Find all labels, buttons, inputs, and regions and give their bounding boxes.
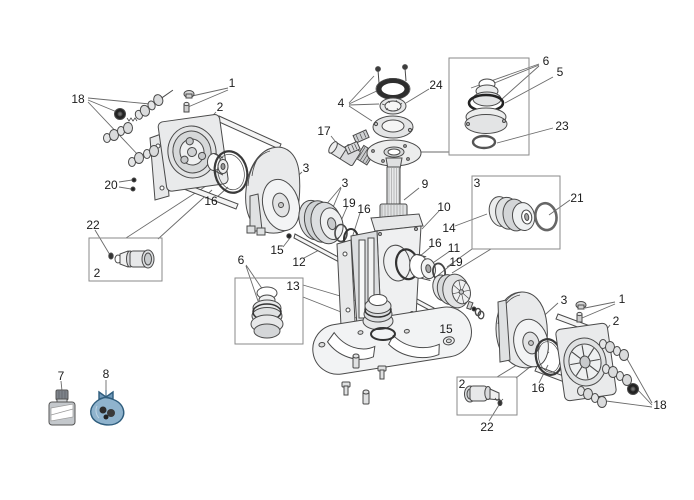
seal-dot — [286, 233, 292, 239]
detail-box-valve-right — [456, 376, 518, 416]
center-crank-assembly — [286, 64, 482, 405]
callout-9: 9 — [421, 177, 429, 191]
right-pump-head-assembly — [471, 291, 639, 408]
plug-dot — [130, 186, 136, 192]
callout-16-left: 16 — [204, 194, 218, 208]
plate-valve — [362, 294, 396, 341]
ring — [334, 223, 348, 243]
callout-2: 2 — [216, 100, 224, 114]
callout-2-box-right: 2 — [458, 377, 466, 391]
seal-dot — [471, 306, 477, 312]
callout-6-bottom: 6 — [237, 253, 245, 267]
callout-13: 13 — [286, 279, 300, 293]
o-ring — [213, 150, 249, 194]
callout-10: 10 — [437, 200, 451, 214]
ring — [477, 310, 485, 320]
mounting-bolts — [341, 353, 387, 405]
detail-box-valve-top — [448, 57, 530, 156]
callout-4: 4 — [337, 96, 345, 110]
base-plate — [312, 306, 472, 375]
callout-21: 21 — [570, 191, 584, 205]
plug-dot — [131, 177, 137, 183]
left-pump-head-assembly — [103, 89, 359, 250]
callout-2-right: 2 — [612, 314, 620, 328]
callout-20: 20 — [104, 178, 118, 192]
callout-22-right: 22 — [480, 420, 494, 434]
callout-14: 14 — [442, 221, 456, 235]
hose-fitting — [134, 89, 174, 120]
terminal-block — [344, 129, 370, 155]
callout-3-cover-right: 3 — [560, 293, 568, 307]
callout-16-center: 16 — [428, 236, 442, 250]
callout-17: 17 — [317, 124, 331, 138]
tie-rod — [216, 115, 282, 150]
callout-12: 12 — [292, 255, 306, 269]
callout-16-right: 16 — [531, 381, 545, 395]
hose-fitting — [599, 339, 629, 361]
callout-16-mid: 16 — [357, 202, 371, 216]
callout-7: 7 — [57, 369, 65, 383]
callout-22: 22 — [86, 218, 100, 232]
callout-18-right: 18 — [653, 398, 667, 412]
callout-3-diaphragm: 3 — [341, 176, 349, 190]
callout-24: 24 — [429, 78, 443, 92]
callout-1-right: 1 — [618, 292, 626, 306]
detail-boxes — [88, 57, 561, 416]
callout-11: 11 — [447, 241, 461, 255]
callout-15-left: 15 — [270, 243, 284, 257]
callout-8: 8 — [102, 367, 110, 381]
callout-15-right: 15 — [439, 322, 453, 336]
callout-6: 6 — [542, 54, 550, 68]
oil-bottle — [48, 389, 76, 426]
spring — [494, 397, 504, 402]
diaphragm-ring — [383, 244, 411, 282]
ring — [471, 134, 497, 150]
callout-19-center: 19 — [449, 255, 463, 269]
callout-3-box: 3 — [473, 176, 481, 190]
pulley-wheel — [432, 273, 471, 309]
callout-23: 23 — [555, 119, 569, 133]
hose-fitting — [602, 364, 632, 386]
spoked-wheel — [563, 337, 607, 387]
callout-5: 5 — [556, 65, 564, 79]
callout-19: 19 — [342, 196, 356, 210]
seal — [108, 252, 114, 260]
seal — [497, 399, 503, 407]
callout-18: 18 — [71, 92, 85, 106]
seal-ring — [376, 78, 410, 100]
hose-fitting — [103, 122, 133, 143]
callout-3-cover-left: 3 — [302, 161, 310, 175]
o-ring — [534, 201, 558, 232]
callout-1: 1 — [228, 76, 236, 90]
spring — [126, 117, 138, 122]
hose-fitting — [128, 145, 159, 167]
spare-parts-bag — [90, 390, 125, 426]
callout-2-box-left: 2 — [93, 266, 101, 280]
o-ring — [370, 327, 396, 341]
detail-box-valve-left — [88, 237, 163, 282]
detail-box-diaphragm — [471, 175, 561, 250]
housing-flange — [497, 299, 511, 363]
hose-fitting — [577, 386, 607, 408]
detail-box-valve-bottom — [234, 277, 304, 345]
